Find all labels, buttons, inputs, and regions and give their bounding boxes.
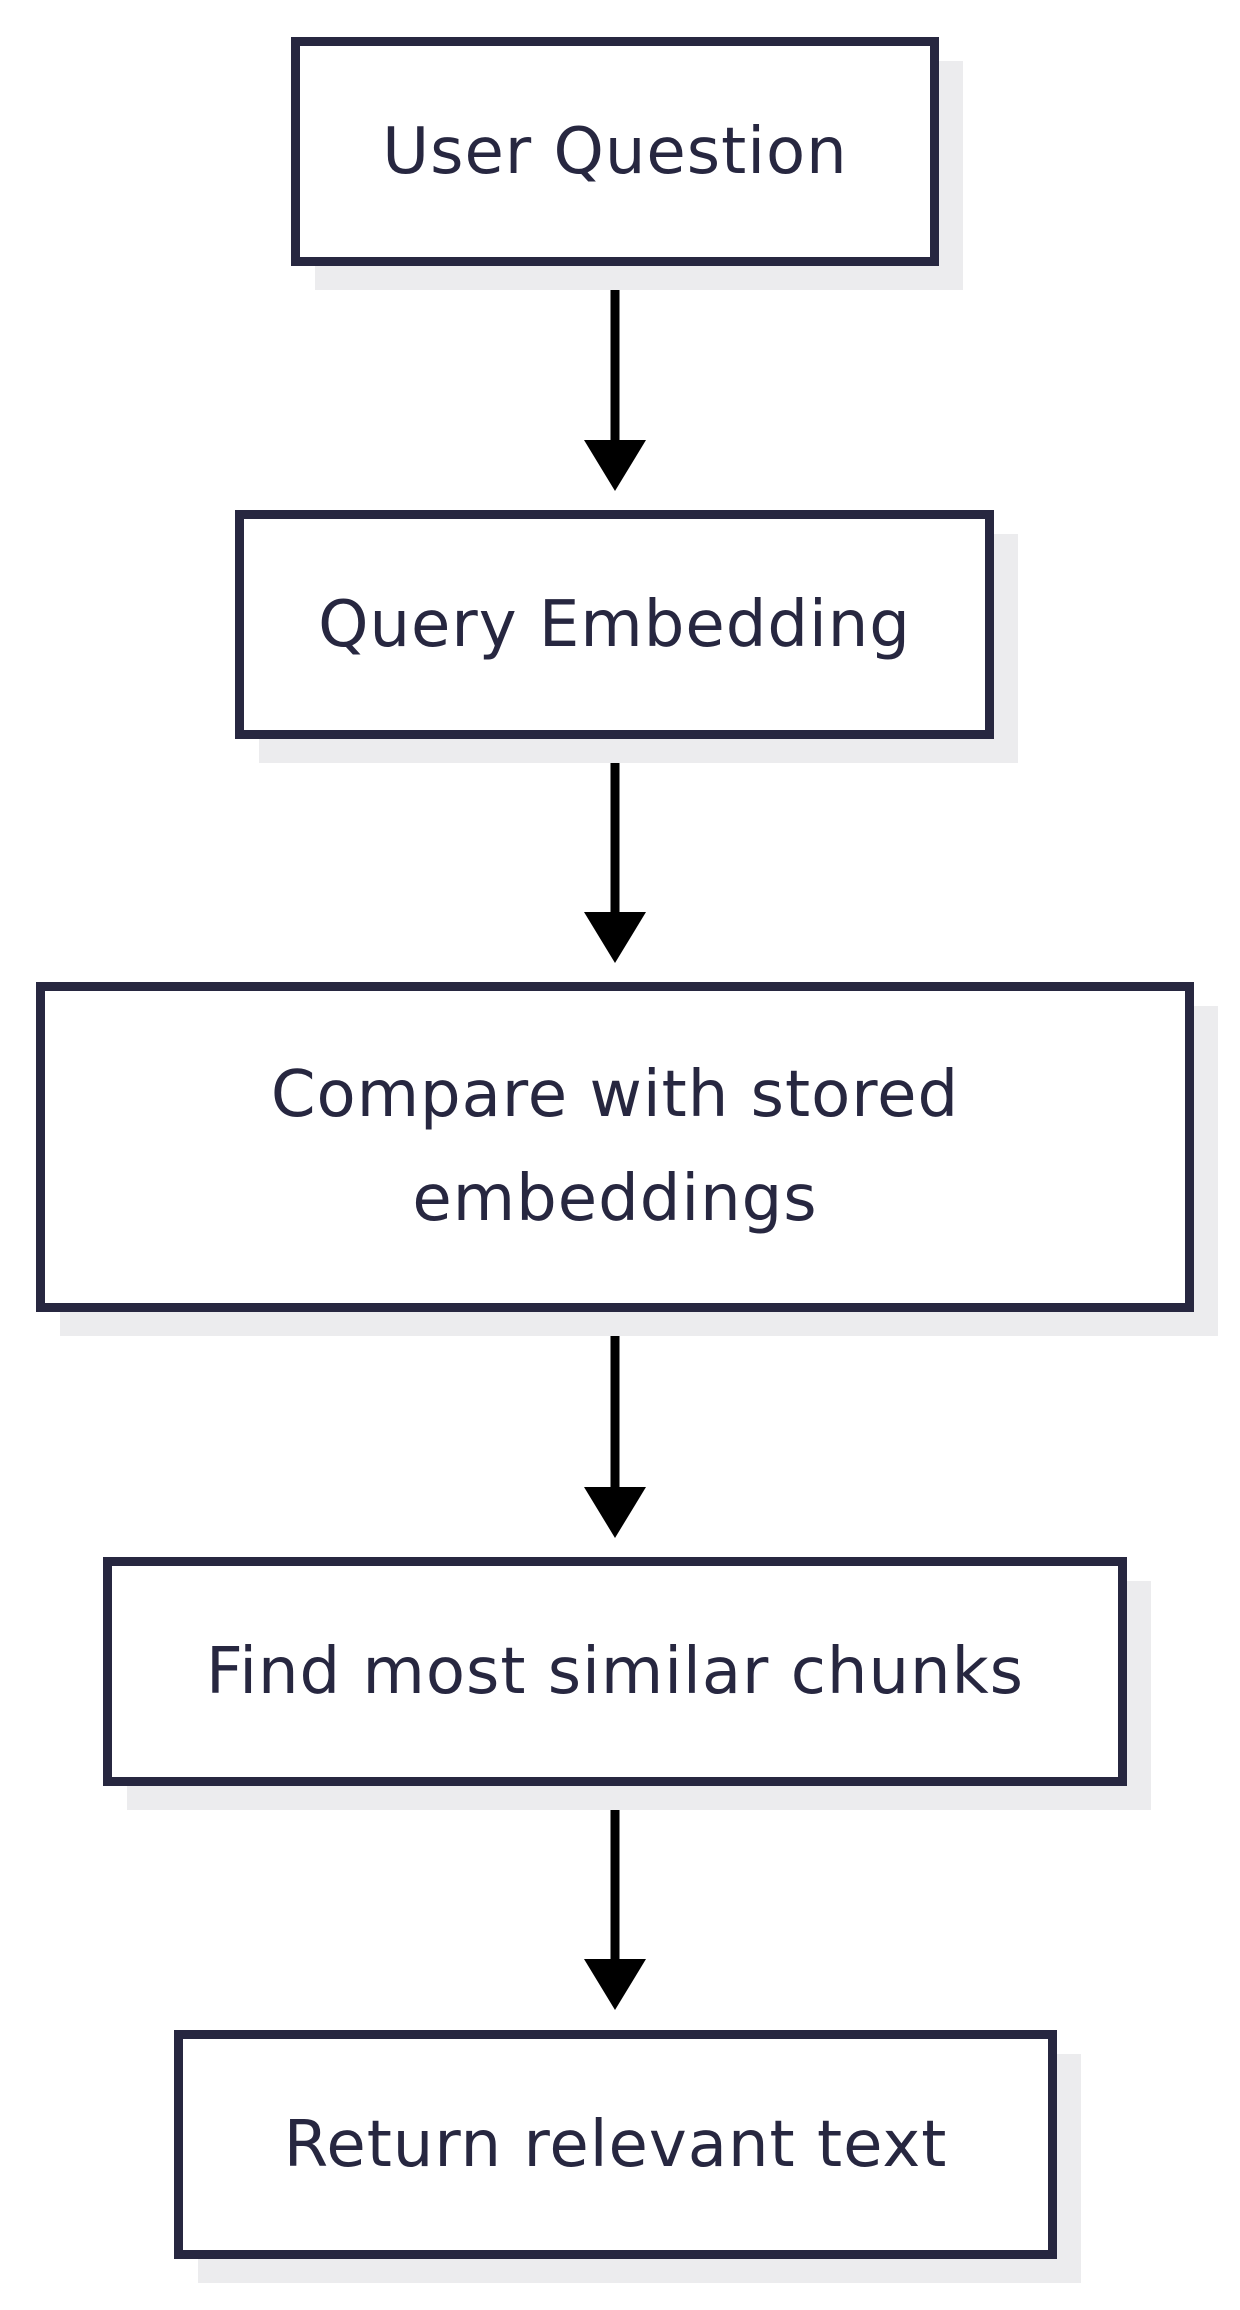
node-return-relevant-text: Return relevant text [174,2030,1057,2259]
edge-compare-embeddings-to-find-similar-chunks [584,1312,646,1538]
arrowhead-icon [584,1487,646,1538]
edge-query-embedding-to-compare-embeddings [584,739,646,963]
node-label: Find most similar chunks [206,1634,1024,1709]
edge-find-similar-chunks-to-return-relevant-text [584,1786,646,2010]
node-label: Compare with stored embeddings [270,1058,960,1236]
arrowhead-icon [584,440,646,491]
node-user-question: User Question [291,37,939,266]
node-compare-embeddings: Compare with stored embeddings [36,982,1194,1312]
node-label: Query Embedding [318,587,911,662]
node-find-similar-chunks: Find most similar chunks [103,1557,1127,1786]
edge-user-question-to-query-embedding [584,266,646,491]
arrowhead-icon [584,1959,646,2010]
node-label: Return relevant text [283,2107,948,2182]
node-query-embedding: Query Embedding [235,510,994,739]
node-label: User Question [382,114,848,189]
arrowhead-icon [584,912,646,963]
